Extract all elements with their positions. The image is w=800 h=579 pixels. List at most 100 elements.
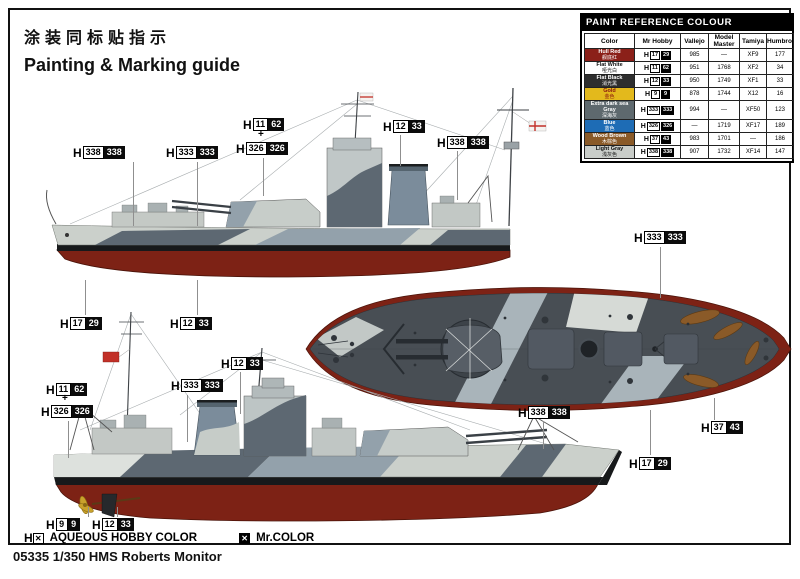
- leader-line: [714, 398, 715, 420]
- leader-line: [240, 372, 241, 414]
- aqueous-label: AQUEOUS HOBBY COLOR: [49, 532, 198, 544]
- plan-view: [305, 287, 792, 411]
- tamiya-cell: XF17: [739, 119, 767, 133]
- mr-color-checkbox-icon: ✕: [239, 532, 251, 544]
- leader-line: [85, 280, 86, 315]
- aqueous-checkbox-icon: ✕: [32, 532, 44, 544]
- rudder: [101, 493, 118, 518]
- humbrol-cell: 16: [766, 87, 794, 101]
- humbrol-cell: 34: [766, 61, 794, 75]
- color-system-legend: H ✕ AQUEOUS HOBBY COLOR ✕ Mr.COLOR: [24, 531, 314, 545]
- column-header: Humbrol: [766, 33, 794, 49]
- column-header: Model Master: [708, 33, 740, 49]
- tamiya-cell: —: [739, 132, 767, 146]
- tamiya-cell: XF2: [739, 61, 767, 75]
- tamiya-cell: XF50: [739, 100, 767, 120]
- bottom-profile-view: [53, 311, 622, 522]
- masthead-flag: [359, 92, 374, 102]
- leader-line: [197, 280, 198, 315]
- vallejo-cell: 878: [680, 87, 709, 101]
- vallejo-cell: 994: [680, 100, 709, 120]
- model_master-cell: 1744: [708, 87, 740, 101]
- tamiya-cell: XF1: [739, 74, 767, 88]
- column-header: Mr Hobby: [634, 33, 681, 49]
- paint-table-title: PAINT REFERENCE COLOUR: [582, 15, 792, 31]
- vallejo-cell: 985: [680, 48, 709, 62]
- humbrol-cell: 177: [766, 48, 794, 62]
- vallejo-cell: 983: [680, 132, 709, 146]
- signal-flag-red: [102, 348, 131, 363]
- main-turret: [171, 198, 321, 228]
- aqueous-prefix: H: [24, 531, 33, 545]
- ensign-flag: [528, 120, 547, 132]
- leader-line: [660, 247, 661, 298]
- humbrol-cell: 186: [766, 132, 794, 146]
- plan-funnel: [578, 338, 600, 360]
- column-header: Color: [584, 33, 635, 49]
- leader-line: [543, 421, 544, 449]
- vallejo-cell: 907: [680, 145, 709, 159]
- leader-line: [133, 162, 134, 226]
- plus-mark: +: [258, 129, 264, 140]
- model_master-cell: 1701: [708, 132, 740, 146]
- leader-line: [117, 507, 118, 517]
- model_master-cell: 1749: [708, 74, 740, 88]
- boot-stripe: [54, 477, 603, 485]
- leader-line: [263, 158, 264, 196]
- column-header: Tamiya: [739, 33, 767, 49]
- model_master-cell: 1732: [708, 145, 740, 159]
- funnel: [193, 400, 241, 456]
- leader-line: [400, 135, 401, 166]
- column-header: Vallejo: [680, 33, 709, 49]
- tamiya-cell: XF9: [739, 48, 767, 62]
- model_master-cell: —: [708, 100, 740, 120]
- page-title-english: Painting & Marking guide: [24, 55, 241, 75]
- humbrol-cell: 147: [766, 145, 794, 159]
- leader-line: [197, 162, 198, 226]
- leader-line: [650, 410, 651, 455]
- humbrol-cell: 123: [766, 100, 794, 120]
- boot-stripe: [57, 244, 510, 251]
- page-border: [8, 8, 791, 545]
- model_master-cell: —: [708, 48, 740, 62]
- humbrol-cell: 189: [766, 119, 794, 133]
- mr-color-label: Mr.COLOR: [256, 532, 315, 544]
